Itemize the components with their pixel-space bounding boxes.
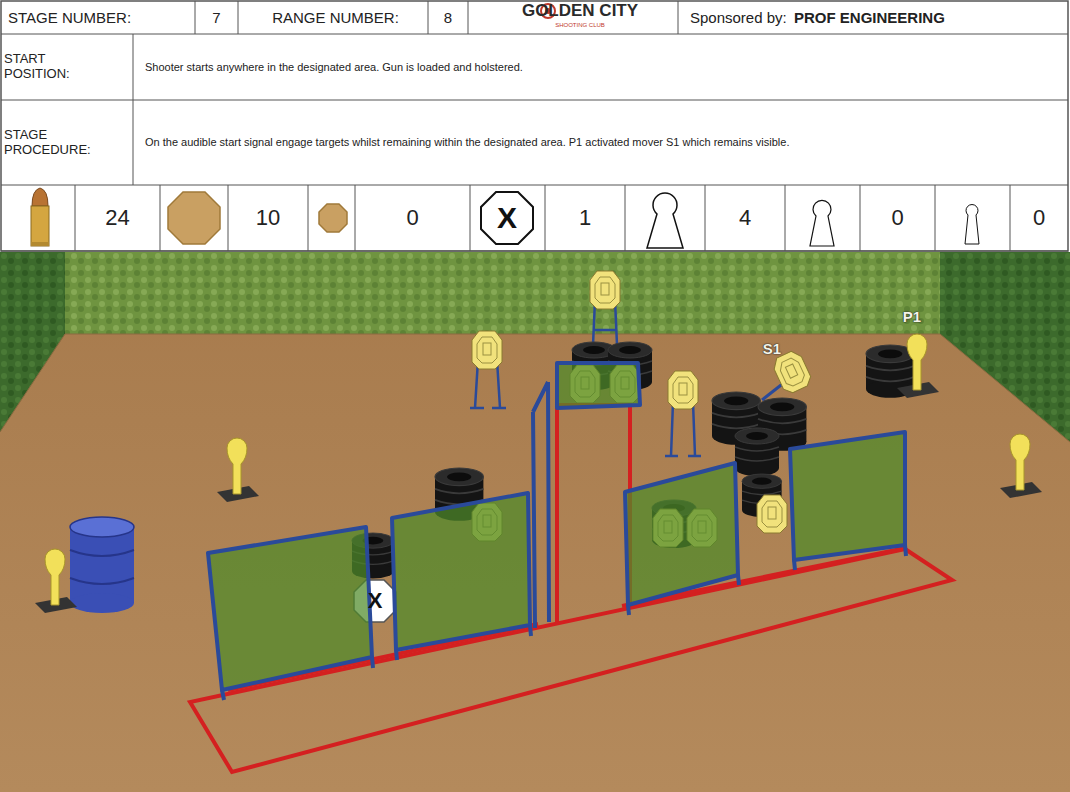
paper-count: 4	[705, 187, 785, 249]
mini-steel-icon	[319, 204, 347, 232]
range-bay	[0, 252, 1070, 792]
pepper-popper	[35, 549, 77, 613]
mini-steel-count: 0	[355, 187, 470, 249]
brief-table-part	[195, 1, 678, 34]
sponsor-label: Sponsored by:	[690, 2, 798, 34]
target-stand	[470, 300, 701, 456]
wall-post	[222, 382, 906, 700]
round-count: 24	[75, 187, 160, 249]
mini-paper-icon	[810, 200, 834, 246]
row-heading: STAGE PROCEDURE:	[4, 102, 104, 183]
wall-panel-part	[625, 463, 738, 605]
steel-count: 10	[228, 187, 308, 249]
pepper-popper	[1000, 434, 1042, 498]
callout-label: S1	[754, 338, 790, 360]
wall-panel-part	[557, 363, 640, 408]
micro-paper-icon	[965, 205, 979, 244]
blue-barrel-part	[70, 517, 134, 537]
range-bay-part	[0, 252, 1070, 792]
header-field: STAGE NUMBER:	[8, 2, 188, 34]
blue-barrel-part	[70, 527, 134, 603]
no-shoot-count: 1	[545, 187, 625, 249]
range-bay-part	[65, 252, 940, 334]
callout-label: P1	[894, 306, 930, 328]
range-bay-part	[940, 252, 1070, 442]
paper-target	[590, 271, 620, 309]
paper-target-icon	[647, 193, 683, 248]
brief-table-part	[1, 34, 1068, 251]
blue-barrel	[70, 517, 134, 613]
row-text: Shooter starts anywhere in the designate…	[145, 36, 1060, 98]
brief-table-part	[75, 185, 1010, 251]
wall-panel	[208, 363, 905, 690]
range-number: 8	[428, 2, 468, 34]
no-shoot-mark: X	[481, 192, 533, 244]
brief-table-part	[1, 1, 1068, 251]
wall-panel-part	[392, 493, 530, 650]
row-text: On the audible start signal engage targe…	[145, 102, 1060, 183]
brief-table	[1, 1, 1068, 251]
round-icon-part	[31, 242, 49, 246]
micro-paper-count: 0	[1010, 187, 1068, 249]
pepper-popper	[217, 438, 259, 502]
blue-barrel-part	[70, 593, 134, 613]
paper-target	[757, 495, 787, 533]
round-icon-part	[32, 188, 48, 206]
target-stand-part	[665, 402, 701, 456]
mini-paper-count: 0	[860, 187, 935, 249]
wall-post-part	[628, 545, 906, 615]
row-heading: START POSITION:	[4, 36, 104, 98]
wall-post-part	[533, 382, 549, 628]
fault-line-part	[557, 405, 630, 622]
wall-post-part	[222, 625, 531, 700]
club-name: GOLDEN CITY	[490, 0, 670, 22]
fault-line	[190, 405, 952, 772]
round-icon-part	[31, 206, 49, 246]
wall-panel-part	[208, 527, 372, 690]
header-field: RANGE NUMBER:	[243, 2, 428, 34]
paper-target	[668, 371, 698, 409]
pepper-popper	[897, 334, 939, 398]
range-bay-part	[0, 252, 65, 432]
tyre-stack	[735, 428, 779, 476]
sponsor-name: PROF ENGINEERING	[794, 2, 1044, 34]
wall-panel-part	[790, 432, 905, 560]
blue-barrel-part	[70, 550, 134, 584]
club-subtitle: SHOOTING CLUB	[490, 20, 670, 30]
brief-table-part	[133, 34, 134, 185]
steel-plate-icon	[168, 192, 220, 244]
stage-number: 7	[195, 2, 238, 34]
no-shoot-icon	[481, 192, 533, 244]
no-shoot-mark: X	[355, 586, 395, 616]
round-icon	[31, 188, 49, 246]
paper-target	[472, 331, 502, 369]
